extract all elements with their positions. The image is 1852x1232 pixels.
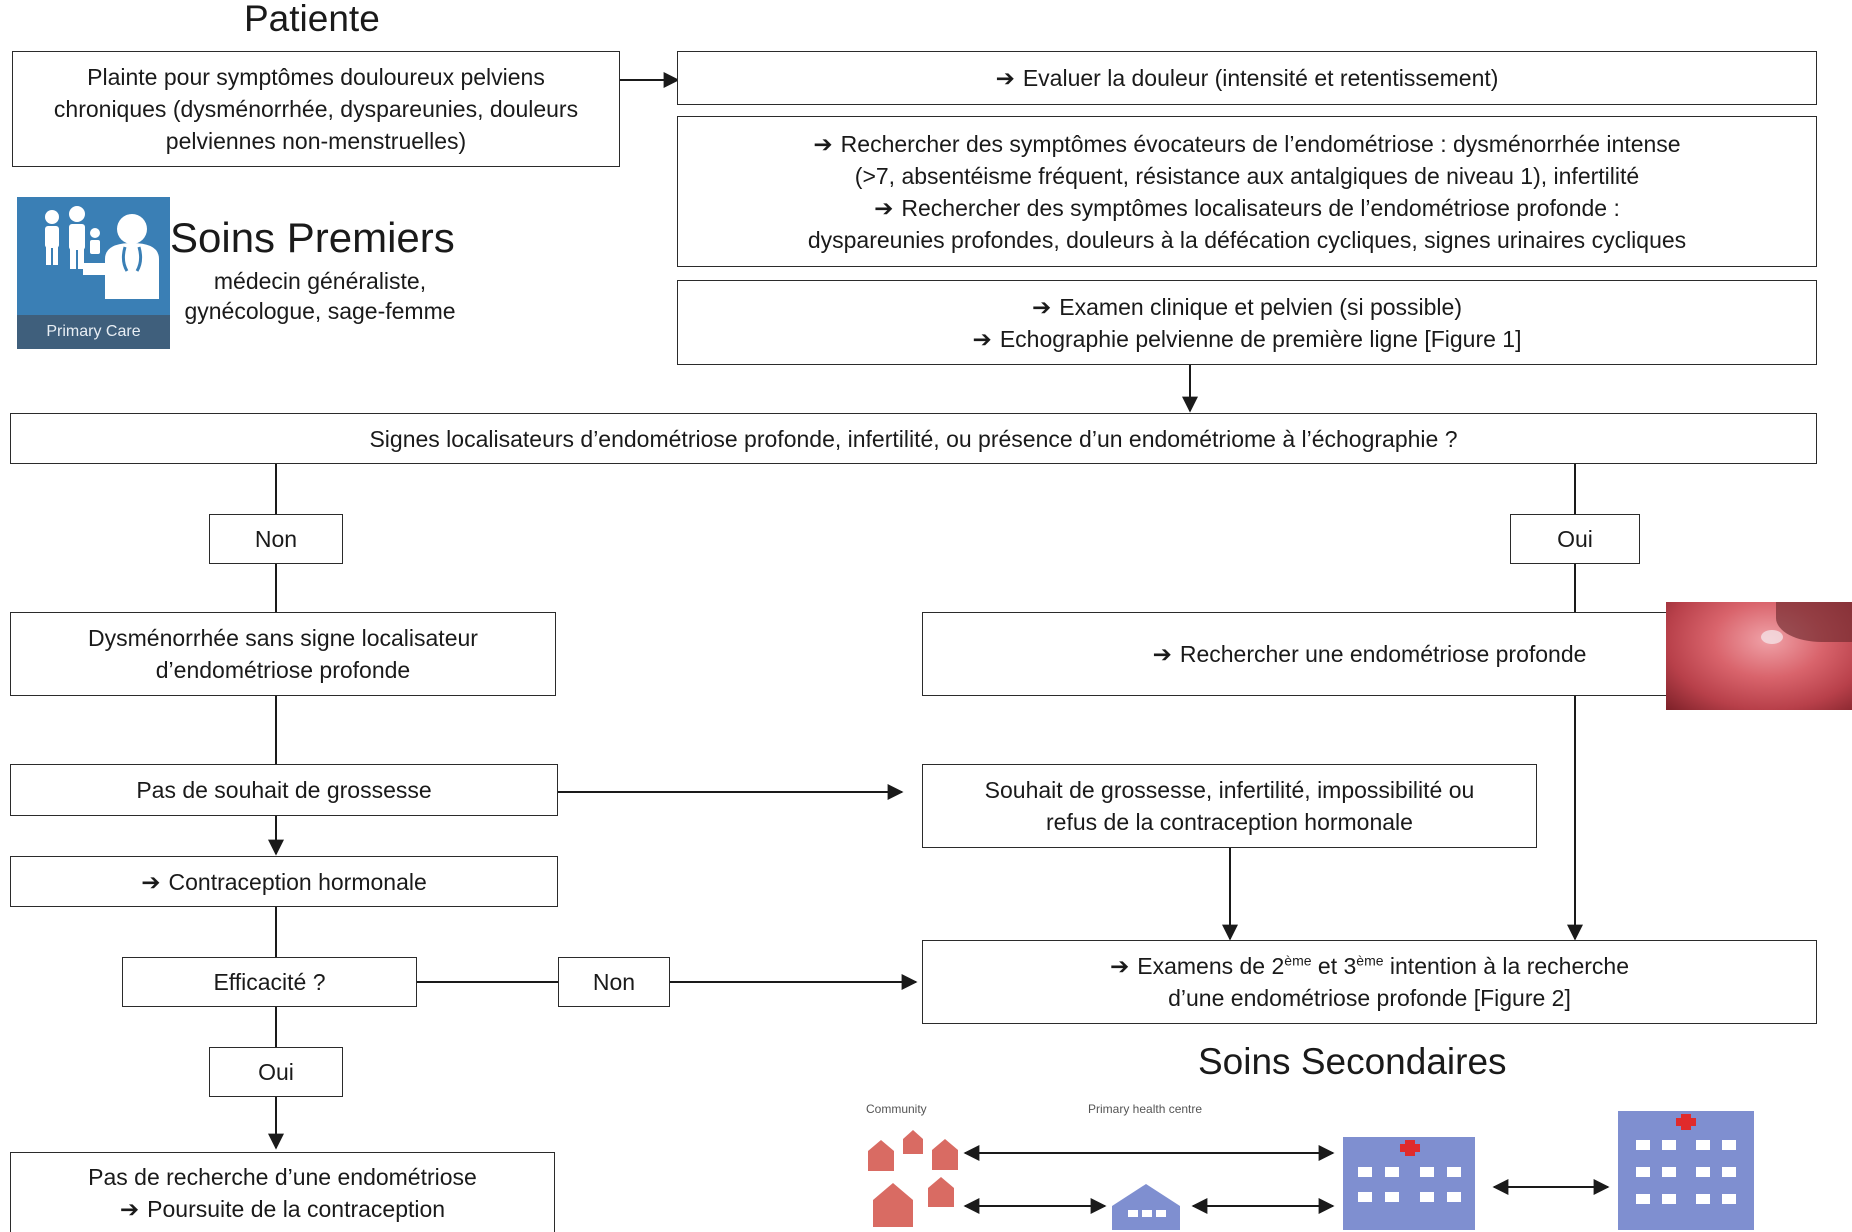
box-question: Signes localisateurs d’endométriose prof…: [10, 413, 1817, 464]
exam-text-2: Echographie pelvienne de première ligne …: [999, 325, 1522, 352]
no-search-text-2: Poursuite de la contraception: [147, 1195, 446, 1222]
box-complaint: Plainte pour symptômes douloureux pelvie…: [12, 51, 620, 167]
exam-line-1: ➔ Examen clinique et pelvien (si possible…: [1032, 291, 1462, 323]
health-system-figure: [963, 1145, 1610, 1214]
oui-1-text: Oui: [1557, 526, 1593, 552]
question-text: Signes localisateurs d’endométriose prof…: [369, 425, 1458, 452]
primary-care-subtitle: médecin généraliste, gynécologue, sage-f…: [170, 266, 470, 326]
no-search-line-2: ➔ Poursuite de la contraception: [120, 1193, 445, 1225]
hospital-icon: [1343, 1137, 1475, 1230]
laparoscopy-photo: [1666, 602, 1852, 710]
no-pregnancy-text: Pas de souhait de grossesse: [136, 777, 432, 803]
non-1-text: Non: [254, 526, 298, 552]
heading-patient: Patiente: [244, 0, 380, 39]
search-symptoms-line-4: dyspareunies profondes, douleurs à la dé…: [807, 226, 1687, 253]
house-icons: [868, 1130, 958, 1227]
arrow-right-icon: ➔: [141, 868, 161, 895]
exam-text-1: Examen clinique et pelvien (si possible): [1059, 293, 1462, 320]
arrow-right-icon: ➔: [874, 194, 894, 221]
arrow-right-icon: ➔: [119, 1195, 140, 1222]
box-evaluate: ➔ Evaluer la douleur (intensité et retent…: [677, 51, 1817, 105]
exams-line-2: d’une endométriose profonde [Figure 2]: [1168, 985, 1571, 1011]
search-symptoms-text-1: Rechercher des symptômes évocateurs de l…: [840, 130, 1681, 157]
box-efficacy: Efficacité ?: [122, 957, 417, 1007]
evaluate-line: ➔ Evaluer la douleur (intensité et retent…: [996, 62, 1499, 94]
family-doctor-icon: [45, 206, 159, 299]
box-exams-2-3: ➔Examens de 2ème et 3ème intention à la …: [922, 940, 1817, 1024]
primary-care-subtitle-line-1: médecin généraliste,: [213, 268, 427, 294]
arrow-right-icon: ➔: [1109, 953, 1130, 979]
contraception-text: Contraception hormonale: [168, 868, 427, 895]
label-primary-health-centre: Primary health centre: [1088, 1102, 1203, 1116]
dysmeno-line-2: d’endométriose profonde: [155, 657, 411, 683]
primary-centre-icon: [1112, 1184, 1180, 1230]
exams-text-p3: intention à la recherche: [1383, 953, 1630, 979]
oui-2-text: Oui: [258, 1059, 294, 1085]
house-icon: [928, 1177, 954, 1207]
box-exam: ➔ Examen clinique et pelvien (si possible…: [677, 280, 1817, 365]
heading-primary-care: Soins Premiers: [170, 214, 455, 261]
contraception-line: ➔ Contraception hormonale: [141, 866, 427, 898]
complaint-line-2: chroniques (dysménorrhée, dyspareunies, …: [53, 96, 579, 122]
hospital-icon: [1618, 1111, 1754, 1230]
arrow-right-icon: ➔: [995, 65, 1015, 91]
efficacy-text: Efficacité ?: [213, 969, 326, 995]
label-community: Community: [866, 1102, 927, 1116]
complaint-line-3: pelviennes non-menstruelles): [165, 128, 467, 154]
house-icon: [903, 1130, 923, 1154]
heading-secondary-care: Soins Secondaires: [1198, 1041, 1507, 1082]
building-windows: [1128, 1140, 1736, 1217]
evaluate-text: Evaluer la douleur (intensité et retenti…: [1022, 65, 1499, 91]
search-symptoms-text-3: Rechercher des symptômes localisateurs d…: [901, 194, 1620, 221]
search-symptoms-line-2: (>7, absentéisme fréquent, résistance au…: [854, 162, 1640, 189]
search-deep-text: Rechercher une endométriose profonde: [1179, 641, 1587, 667]
pregnancy-wish-line-2: refus de la contraception hormonale: [1046, 809, 1413, 835]
arrow-right-icon: ➔: [1032, 293, 1052, 320]
arrow-right-icon: ➔: [972, 325, 992, 352]
box-pregnancy-wish: Souhait de grossesse, infertilité, impos…: [922, 764, 1537, 848]
box-contraception: ➔ Contraception hormonale: [10, 856, 558, 907]
box-no-search: Pas de recherche d’une endométriose ➔ Pou…: [10, 1152, 555, 1232]
exams-text-p1: Examens de 2: [1137, 953, 1285, 979]
search-symptoms-line-3: ➔ Rechercher des symptômes localisateurs …: [874, 192, 1620, 224]
exam-line-2: ➔ Echographie pelvienne de première ligne…: [973, 323, 1522, 355]
dysmeno-line-1: Dysménorrhée sans signe localisateur: [88, 625, 478, 651]
exams-sup-2: ème: [1356, 952, 1384, 969]
search-deep-line: ➔ Rechercher une endométriose profonde: [1153, 638, 1587, 670]
box-dysmenorrhea: Dysménorrhée sans signe localisateur d’e…: [10, 612, 556, 696]
primary-care-subtitle-line-2: gynécologue, sage-femme: [184, 298, 456, 324]
box-non-1: Non: [209, 514, 343, 564]
exams-line-1: ➔Examens de 2ème et 3ème intention à la …: [1110, 950, 1629, 982]
house-icon: [868, 1140, 894, 1171]
arrow-right-icon: ➔: [813, 130, 833, 157]
house-icon: [932, 1139, 958, 1170]
box-oui-2: Oui: [209, 1047, 343, 1097]
box-oui-1: Oui: [1510, 514, 1640, 564]
primary-care-badge: Primary Care: [17, 197, 170, 349]
no-search-line-1: Pas de recherche d’une endométriose: [88, 1163, 477, 1190]
exams-text-p2: et 3: [1311, 953, 1357, 979]
search-symptoms-line-1: ➔ Rechercher des symptômes évocateurs de …: [813, 128, 1680, 160]
box-non-2: Non: [558, 957, 670, 1007]
primary-care-label: Primary Care: [17, 315, 170, 349]
pregnancy-wish-line-1: Souhait de grossesse, infertilité, impos…: [984, 777, 1475, 803]
box-no-pregnancy: Pas de souhait de grossesse: [10, 764, 558, 816]
arrow-right-icon: ➔: [1152, 641, 1172, 667]
box-search-symptoms: ➔ Rechercher des symptômes évocateurs de …: [677, 116, 1817, 267]
non-2-text: Non: [592, 969, 636, 995]
house-icon: [873, 1183, 913, 1227]
exams-sup-1: ème: [1284, 952, 1312, 969]
complaint-line-1: Plainte pour symptômes douloureux pelvie…: [87, 64, 545, 90]
